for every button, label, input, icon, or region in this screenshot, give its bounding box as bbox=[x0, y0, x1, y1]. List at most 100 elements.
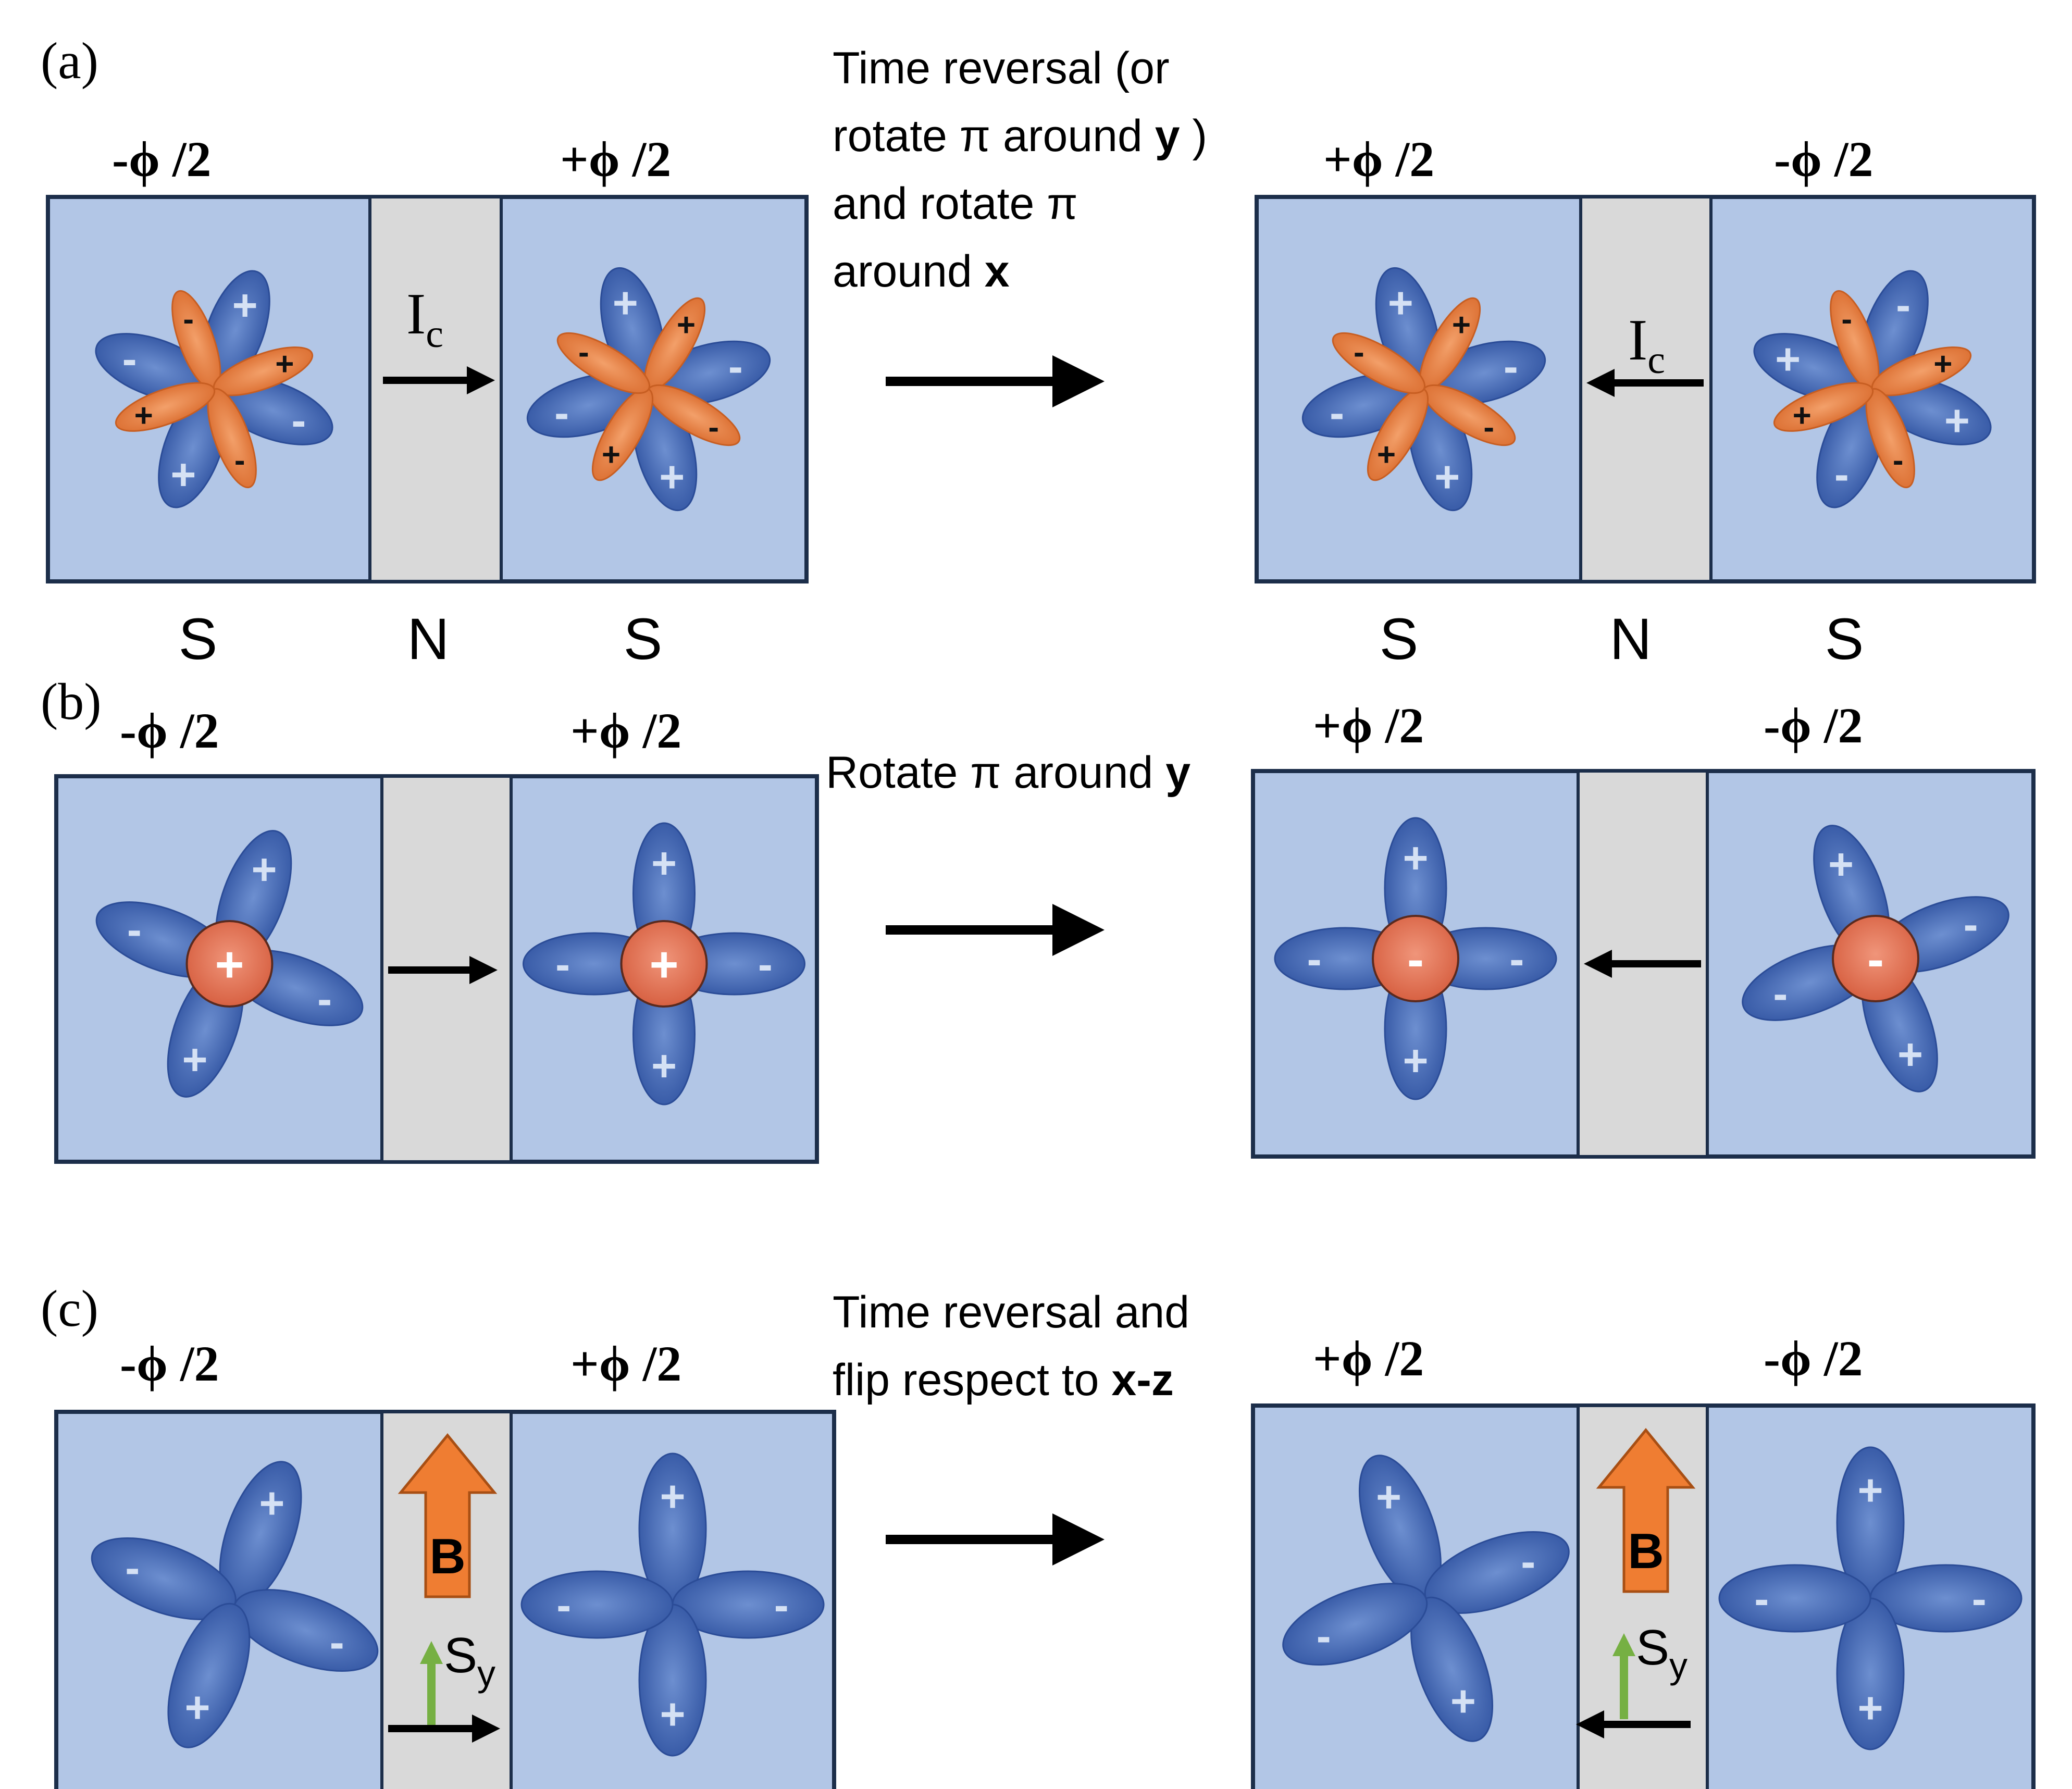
region-label: S bbox=[179, 606, 218, 672]
d-wave-lobe: - bbox=[1282, 1583, 1428, 1666]
lobe-sign-plus: + bbox=[1450, 1676, 1476, 1725]
lobe-sign-minus: - bbox=[125, 1544, 140, 1593]
panel-label-a: (a) bbox=[41, 32, 98, 90]
spin-label-sub: y bbox=[477, 1653, 495, 1694]
lobe-sign-plus: + bbox=[1403, 1036, 1428, 1085]
spin-arrow bbox=[420, 1641, 443, 1729]
arrow-head bbox=[1576, 1710, 1604, 1738]
field-arrow-shape bbox=[398, 1433, 498, 1598]
arrow-head bbox=[472, 1715, 500, 1743]
spin-label-sub: y bbox=[1669, 1645, 1688, 1686]
lobe-sign-minus: - bbox=[1972, 1574, 1987, 1623]
core-sign-plus: + bbox=[215, 937, 244, 992]
phase-label: -ϕ /2 bbox=[120, 703, 219, 759]
arrow-head bbox=[1052, 355, 1105, 407]
lobe-sign-plus: + bbox=[1434, 452, 1460, 501]
arrow-head bbox=[1584, 950, 1612, 978]
core-circle bbox=[1372, 915, 1459, 1002]
region-label: S bbox=[624, 606, 663, 672]
caption-text: ) bbox=[1180, 111, 1208, 161]
orange-lobe bbox=[115, 382, 216, 432]
lobe-sign-plus: + bbox=[1793, 397, 1812, 433]
d-wave-lobe: - bbox=[91, 1537, 237, 1620]
lobe-sign-minus: - bbox=[578, 334, 589, 370]
transform-arrow bbox=[886, 355, 1105, 407]
lobe-sign-plus: + bbox=[170, 450, 196, 499]
d-wave-lobe: + bbox=[1836, 1597, 1905, 1750]
field-arrow bbox=[398, 1433, 498, 1598]
phase-label: +ϕ /2 bbox=[570, 703, 681, 759]
lobe-sign-minus: - bbox=[317, 974, 332, 1023]
current-arrow bbox=[388, 1715, 500, 1743]
lobe-sign-plus: + bbox=[1857, 1683, 1883, 1732]
p-wave-lobe: + bbox=[1773, 382, 1874, 433]
field-arrow bbox=[1596, 1428, 1696, 1593]
p-wave-lobe: + bbox=[591, 387, 654, 481]
arrow-head bbox=[467, 366, 495, 394]
core-orbital: - bbox=[1832, 915, 1919, 1002]
core-circle bbox=[1832, 915, 1919, 1002]
p-wave-lobe: + bbox=[213, 346, 314, 396]
current-arrow bbox=[383, 366, 495, 394]
lobe-sign-plus: + bbox=[1775, 334, 1801, 383]
lobe-sign-minus: - bbox=[774, 1581, 789, 1630]
d-wave-lobe: + bbox=[219, 1461, 302, 1607]
caption-axis: y bbox=[1165, 748, 1190, 798]
lobe-sign-plus: + bbox=[660, 1472, 685, 1521]
current-arrow bbox=[1584, 950, 1701, 978]
lobe-sign-minus: - bbox=[556, 1581, 571, 1630]
lobe-sign-minus: - bbox=[127, 905, 142, 954]
caption-axis: y bbox=[1155, 111, 1180, 161]
lobe-sign-minus: - bbox=[291, 396, 306, 445]
panel-label-c: (c) bbox=[41, 1279, 98, 1337]
blue-lobe bbox=[1718, 1564, 1871, 1633]
p-wave-lobe: - bbox=[1332, 332, 1426, 394]
d-wave-lobe: + bbox=[1836, 1446, 1905, 1599]
lobe-sign-plus: + bbox=[275, 346, 294, 382]
spin-label-main: S bbox=[444, 1628, 477, 1683]
current-label-main: I bbox=[1628, 308, 1647, 372]
spin-label-main: S bbox=[1636, 1620, 1669, 1675]
lobe-sign-plus: + bbox=[1857, 1465, 1883, 1514]
lobe-sign-plus: + bbox=[185, 1683, 210, 1732]
lobe-sign-minus: - bbox=[1483, 409, 1494, 445]
transform-caption-line: and rotate π bbox=[833, 179, 1078, 229]
lobe-sign-plus: + bbox=[182, 1035, 207, 1084]
lobe-sign-plus: + bbox=[134, 397, 153, 433]
blue-lobe bbox=[520, 1570, 674, 1639]
transform-caption-line: Time reversal (or bbox=[833, 43, 1170, 93]
arrow-head bbox=[1586, 369, 1615, 397]
lobe-sign-plus: + bbox=[660, 1689, 685, 1738]
phase-label: -ϕ /2 bbox=[112, 131, 212, 187]
lobe-sign-minus: - bbox=[555, 940, 570, 989]
lobe-sign-plus: + bbox=[1376, 1472, 1401, 1521]
core-orbital: - bbox=[1372, 915, 1459, 1002]
orange-lobe bbox=[556, 332, 651, 394]
caption-axis: x-z bbox=[1111, 1355, 1173, 1405]
d-wave-lobe: - bbox=[520, 1570, 674, 1639]
lobe-sign-minus: - bbox=[1521, 1537, 1535, 1586]
arrow-head bbox=[1052, 904, 1105, 956]
d-wave-lobe: - bbox=[1424, 1531, 1570, 1614]
lobe-sign-plus: + bbox=[1897, 1030, 1923, 1079]
lobe-sign-plus: + bbox=[613, 278, 638, 327]
caption-text: flip respect to bbox=[833, 1355, 1111, 1405]
current-arrow bbox=[1576, 1710, 1691, 1738]
lobe-sign-plus: + bbox=[1388, 278, 1413, 327]
core-sign-minus: - bbox=[1867, 931, 1884, 987]
lobe-sign-minus: - bbox=[1354, 334, 1364, 370]
d-wave-lobe: + bbox=[167, 1602, 251, 1748]
phase-label: +ϕ /2 bbox=[1323, 131, 1434, 187]
lobe-sign-minus: - bbox=[1964, 900, 1978, 949]
lobe-sign-minus: - bbox=[1893, 442, 1904, 478]
caption-text: Time reversal (or bbox=[833, 43, 1170, 93]
arrow-head bbox=[1612, 1633, 1635, 1656]
d-wave-lobe: - bbox=[1869, 1564, 2023, 1633]
phase-label: +ϕ /2 bbox=[570, 1336, 681, 1392]
panel-label-b: (b) bbox=[41, 673, 102, 730]
lobe-sign-minus: - bbox=[728, 342, 743, 391]
region-label: S bbox=[1380, 606, 1419, 672]
current-label: Ic bbox=[1628, 308, 1665, 382]
phase-label: -ϕ /2 bbox=[1764, 698, 1863, 753]
orange-lobe bbox=[1773, 382, 1874, 432]
